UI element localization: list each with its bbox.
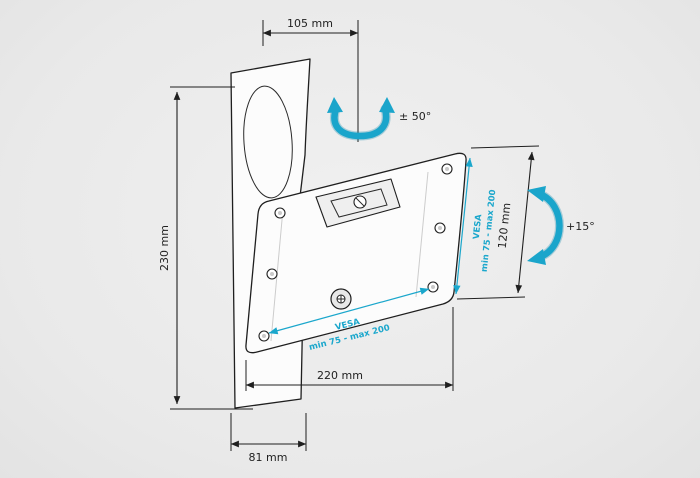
tilt-arrowhead-top-icon [527, 186, 546, 202]
dim-plate-height: 120 mm [456, 145, 540, 300]
swivel-indicator: ± 50° [327, 97, 431, 141]
swivel-arrowhead-right-icon [379, 97, 395, 113]
plate-crease [415, 171, 429, 298]
mount-hole-inner [278, 211, 282, 215]
tilt-arrowhead-bottom-icon [527, 249, 546, 265]
mount-hole-inner [431, 285, 435, 289]
vesa-title-vertical: VESA [472, 213, 485, 239]
mount-holes [258, 163, 453, 342]
tension-knob [330, 288, 352, 310]
tilt-angle-label: +15° [566, 220, 595, 233]
mount-hole-inner [270, 272, 274, 276]
tilt-arrow-icon [536, 190, 563, 261]
dim-label-105mm: 105 mm [287, 17, 333, 30]
swivel-arrow-icon [331, 105, 390, 140]
dim-base-width: 81 mm [230, 413, 307, 464]
dim-label-81mm: 81 mm [249, 451, 288, 464]
bracket-screw-slot [355, 197, 365, 207]
dim-plate-width: 220 mm [245, 307, 454, 391]
swivel-arrowhead-left-icon [327, 97, 343, 113]
dim-label-120mm: 120 mm [496, 202, 514, 249]
dim-depth-top: 105 mm [262, 17, 359, 142]
tilt-indicator: +15° [527, 186, 595, 265]
tilt-bracket-inner [330, 188, 388, 218]
wall-plate-cutout [243, 85, 293, 199]
dim-label-220mm: 220 mm [317, 369, 363, 382]
dimension-line [515, 151, 535, 294]
mount-hole-inner [438, 226, 442, 230]
dim-label-230mm: 230 mm [158, 225, 171, 271]
extension-line [470, 145, 540, 149]
vesa-dimension-line [268, 287, 430, 335]
swivel-angle-label: ± 50° [399, 110, 431, 123]
vesa-dimension-line [453, 157, 473, 295]
mount-hole-inner [262, 334, 266, 338]
extension-line [456, 296, 526, 300]
dim-wall-height: 230 mm [158, 86, 253, 410]
mount-hole-inner [445, 167, 449, 171]
